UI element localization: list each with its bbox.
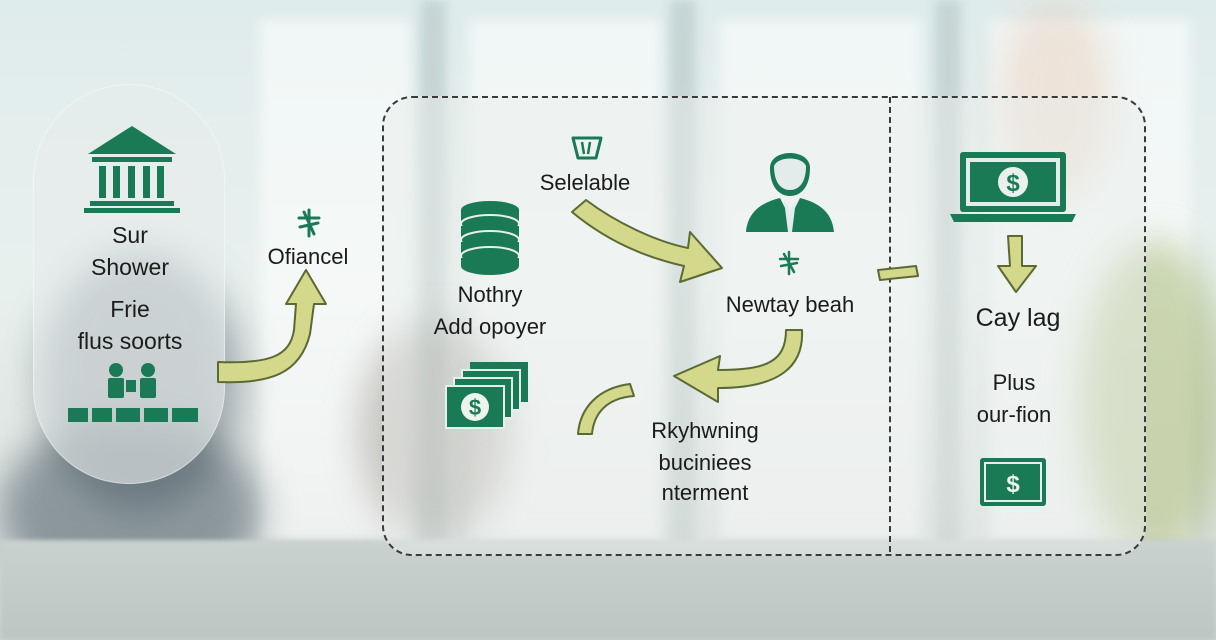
left-card-sub-line2: flus soorts (77, 328, 183, 354)
rkyhwning-line3: nterment (661, 480, 749, 505)
laptop-dollar-icon: $ (948, 150, 1078, 226)
arrow-laptop-to-caylag (994, 234, 1040, 296)
svg-text:$: $ (1006, 471, 1020, 498)
left-card-title-line2: Shower (91, 254, 169, 280)
arrow-hook-to-cash (568, 380, 638, 440)
basket-icon (570, 132, 604, 162)
nothry-line1: Nothry (457, 282, 523, 307)
coin-stack-icon (458, 200, 522, 276)
left-card-title-line1: Sur (112, 222, 148, 248)
businessman-icon (744, 140, 836, 234)
newtay-label: Newtay beah (725, 292, 855, 317)
newtay-currency-icon (776, 250, 802, 276)
arrow-newtay-to-rkyhwning (670, 326, 806, 406)
panel-divider (889, 97, 891, 552)
arrow-left-card-to-ofiancel (210, 264, 340, 390)
svg-text:$: $ (469, 395, 481, 420)
ofiancel-label: Ofiancel (267, 244, 349, 269)
rkyhwning-line1: Rkyhwning (651, 418, 759, 443)
arrow-selelable-to-newtay (568, 196, 726, 286)
people-icon (66, 360, 200, 426)
currency-symbol-icon (294, 208, 324, 238)
nothry-line2: Add opoyer (433, 314, 547, 339)
plus-line1: Plus (992, 370, 1036, 395)
left-card-sub-line1: Frie (110, 296, 150, 322)
cash-stack-icon: $ (444, 360, 530, 432)
plus-line2: our-fion (976, 402, 1052, 427)
bank-icon (82, 124, 182, 214)
connector-bar (876, 262, 920, 282)
svg-text:$: $ (1006, 170, 1020, 197)
rkyhwning-line2: buciniees (658, 450, 752, 475)
cay-lag-label: Cay lag (975, 304, 1061, 332)
selelable-label: Selelable (539, 170, 631, 195)
dollar-bill-icon: $ (978, 456, 1048, 508)
